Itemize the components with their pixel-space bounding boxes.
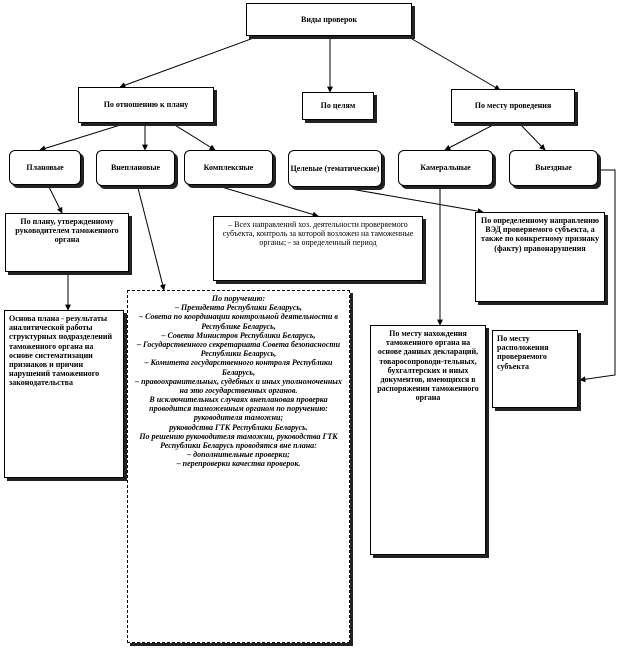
node-thematic: Целевые (тематические) xyxy=(288,150,382,187)
node-onsite: Выездные xyxy=(509,150,598,186)
desc-cameral: По месту нахождения таможенного органа н… xyxy=(370,325,486,555)
arrow-onsite-to-desc xyxy=(579,169,616,383)
desc-planned-basis: Основа плана - результаты аналитической … xyxy=(4,310,124,478)
desc-complex: – Всех направлений хоз. деятельности про… xyxy=(213,216,423,281)
arrow-relation-to-complex xyxy=(169,121,216,151)
arrow-relation-to-planned xyxy=(39,121,131,152)
arrow-unplanned-to-desc xyxy=(137,187,166,291)
node-by-relation: По отношению к плану xyxy=(78,87,214,123)
arrow-thematic-to-desc xyxy=(344,187,484,215)
node-cameral: Камеральные xyxy=(398,150,493,186)
arrow-place-to-cameral xyxy=(444,123,496,151)
node-unplanned: Внеплановые xyxy=(96,150,175,186)
desc-planned: По плану, утвержденному руководителем та… xyxy=(5,213,129,272)
desc-thematic: По определенному направлению ВЭД проверя… xyxy=(475,212,605,302)
arrow-complex-to-desc xyxy=(214,184,319,218)
arrow-root-to-relation xyxy=(119,31,271,88)
node-by-place: По месту проведения xyxy=(451,89,575,123)
desc-unplanned: По поручению: – Президента Республики Бе… xyxy=(127,290,350,643)
node-root: Виды проверок xyxy=(246,3,412,36)
desc-onsite: По месту расположения проверяемого субъе… xyxy=(492,330,578,408)
arrow-planned-to-desc xyxy=(47,184,63,214)
arrow-place-to-onsite xyxy=(519,123,546,151)
node-targeted: По целям xyxy=(302,92,374,120)
node-planned: Плановые xyxy=(9,150,81,185)
arrow-root-to-place xyxy=(399,31,501,91)
node-complex: Комплексные xyxy=(184,150,273,185)
